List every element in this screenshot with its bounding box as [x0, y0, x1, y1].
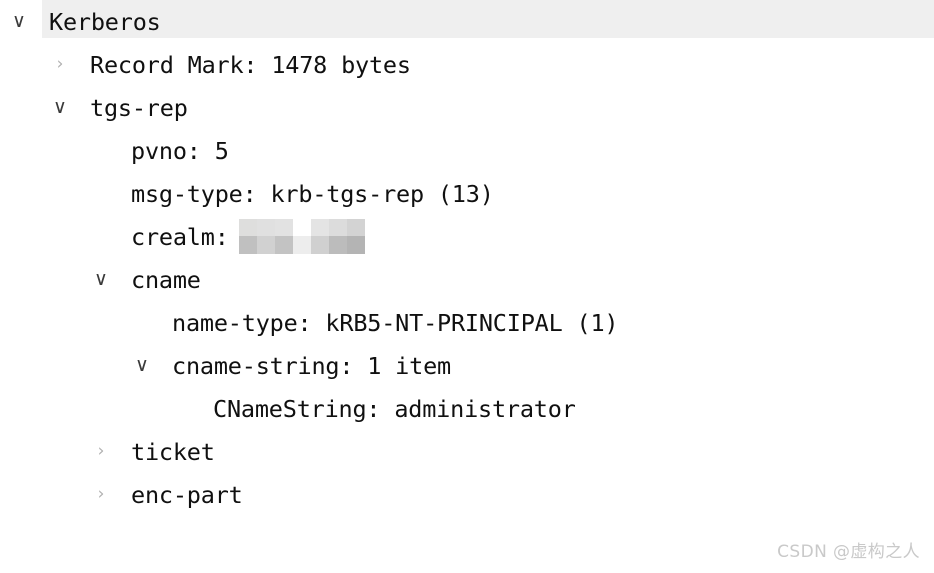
tree-row-cname-string[interactable]: ∨ cname-string: 1 item [0, 344, 934, 387]
tree-row-label: crealm: [131, 222, 229, 251]
tree-row-ticket[interactable]: › ticket [0, 430, 934, 473]
tree-row-name-type[interactable]: name-type: kRB5-NT-PRINCIPAL (1) [0, 301, 934, 344]
chevron-right-icon[interactable]: › [97, 441, 105, 461]
redaction-block [292, 219, 311, 236]
tree-row-enc-part[interactable]: › enc-part [0, 473, 934, 516]
redaction-block [328, 219, 347, 236]
chevron-right-icon[interactable]: › [97, 484, 105, 504]
tree-row-msg-type[interactable]: msg-type: krb-tgs-rep (13) [0, 172, 934, 215]
tree-row-label: enc-part [131, 480, 243, 509]
tree-row-label: cname-string: 1 item [172, 351, 451, 380]
redaction-block [238, 236, 257, 254]
chevron-down-icon[interactable]: ∨ [12, 10, 26, 32]
redaction-block [292, 236, 311, 254]
tree-row-label: name-type: kRB5-NT-PRINCIPAL (1) [172, 308, 619, 337]
tree-row-label: ticket [131, 437, 215, 466]
tree-row-label: msg-type: krb-tgs-rep (13) [131, 179, 494, 208]
tree-row-label: pvno: 5 [131, 136, 229, 165]
redaction-block [328, 236, 347, 254]
tree-row-cnamestring[interactable]: CNameString: administrator [0, 387, 934, 430]
redaction-block [256, 236, 275, 254]
redacted-crealm-value [238, 219, 365, 254]
tree-row-label: CNameString: administrator [213, 394, 576, 423]
redaction-block [346, 236, 365, 254]
redaction-block [256, 219, 275, 236]
redaction-block [310, 236, 329, 254]
tree-row-label: cname [131, 265, 201, 294]
tree-row-pvno[interactable]: pvno: 5 [0, 129, 934, 172]
tree-row-crealm[interactable]: crealm: [0, 215, 934, 258]
csdn-watermark: CSDN @虚构之人 [777, 542, 920, 562]
tree-row-label: Record Mark: 1478 bytes [90, 50, 411, 79]
tree-row-label: Kerberos [49, 7, 161, 36]
chevron-right-icon[interactable]: › [56, 54, 64, 74]
tree-row-record-mark[interactable]: › Record Mark: 1478 bytes [0, 43, 934, 86]
chevron-down-icon[interactable]: ∨ [53, 96, 67, 118]
chevron-down-icon[interactable]: ∨ [94, 268, 108, 290]
tree-row-label: tgs-rep [90, 93, 188, 122]
redaction-block [274, 219, 293, 236]
chevron-down-icon[interactable]: ∨ [135, 354, 149, 376]
redaction-block [346, 219, 365, 236]
tree-row-kerberos[interactable]: ∨ Kerberos [0, 0, 934, 43]
tree-row-cname[interactable]: ∨ cname [0, 258, 934, 301]
redaction-block [274, 236, 293, 254]
redaction-block [238, 219, 257, 236]
tree-row-tgs-rep[interactable]: ∨ tgs-rep [0, 86, 934, 129]
redaction-block [310, 219, 329, 236]
